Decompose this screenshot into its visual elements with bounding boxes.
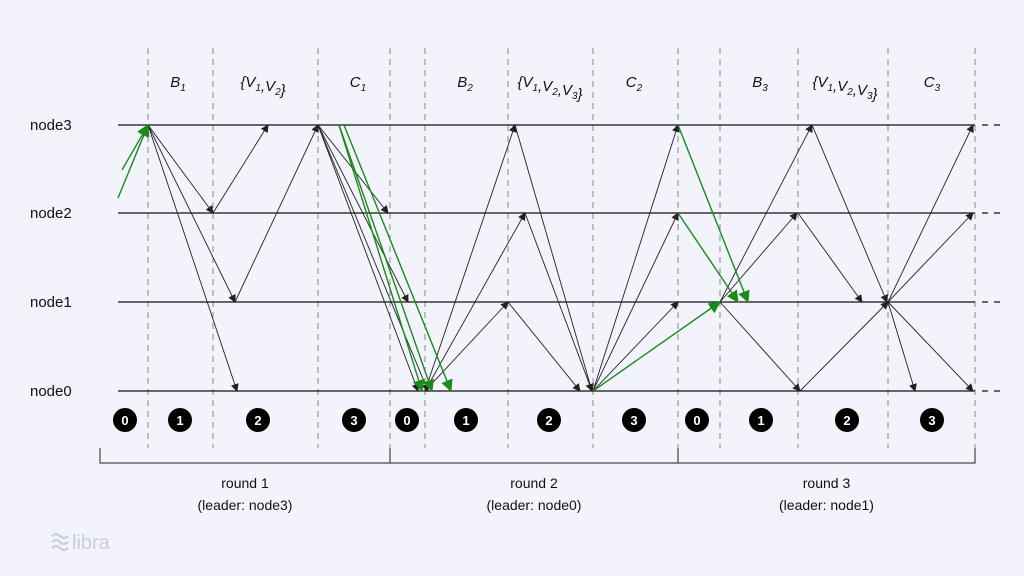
vote-message-arrow xyxy=(799,301,889,392)
vote-message-arrow xyxy=(719,301,801,392)
svg-text:0: 0 xyxy=(121,413,128,428)
round-title: round 1 xyxy=(221,475,269,491)
round-brackets: round 1 (leader: node3) round 2 (leader: no… xyxy=(99,448,976,513)
node-timelines xyxy=(118,124,1000,392)
proposal-message-arrow xyxy=(117,124,150,199)
vote-message-arrow xyxy=(424,301,509,392)
phase-label: C3 xyxy=(924,74,941,94)
phase-label: {V1,V2} xyxy=(240,74,285,99)
svg-text:2: 2 xyxy=(254,413,261,428)
step-badge: 2 xyxy=(246,408,270,432)
phase-label: B2 xyxy=(457,74,473,94)
step-badge: 3 xyxy=(920,408,944,432)
step-badge: 2 xyxy=(835,408,859,432)
vote-message-arrow xyxy=(592,212,679,392)
node-label-node1: node1 xyxy=(30,294,72,311)
step-badge: 3 xyxy=(622,408,646,432)
round-bracket xyxy=(677,448,976,464)
round-leader: (leader: node1) xyxy=(779,497,874,513)
step-badges: 0 1 2 3 0 1 2 3 0 1 2 3 xyxy=(113,408,944,432)
vote-message-arrow xyxy=(719,124,813,303)
svg-text:2: 2 xyxy=(545,413,552,428)
vote-message-arrow xyxy=(719,212,798,303)
phase-label: C1 xyxy=(350,74,366,94)
svg-text:0: 0 xyxy=(693,413,700,428)
svg-text:3: 3 xyxy=(928,413,935,428)
node-label-node2: node2 xyxy=(30,205,72,222)
step-badge: 1 xyxy=(454,408,478,432)
proposal-message-arrow xyxy=(677,124,750,303)
node-label-node0: node0 xyxy=(30,383,72,400)
round-title: round 3 xyxy=(803,475,851,491)
vote-messages xyxy=(147,124,974,392)
proposal-message-arrow xyxy=(677,212,739,303)
vote-message-arrow xyxy=(524,212,594,392)
svg-text:3: 3 xyxy=(350,413,357,428)
round-title: round 2 xyxy=(510,475,558,491)
svg-text:3: 3 xyxy=(630,413,637,428)
round-bracket xyxy=(99,448,391,464)
svg-text:1: 1 xyxy=(176,413,183,428)
vote-message-arrow xyxy=(592,301,679,392)
phase-label: {V1,V2,V3} xyxy=(812,74,877,103)
logo-text: libra xyxy=(72,532,111,554)
vote-message-arrow xyxy=(317,124,409,303)
vote-message-arrow xyxy=(147,124,236,303)
vote-message-arrow xyxy=(317,124,430,392)
phase-label: B1 xyxy=(170,74,186,94)
proposal-message-arrow xyxy=(592,301,721,392)
vote-message-arrow xyxy=(147,124,239,392)
vote-message-arrow xyxy=(234,124,319,303)
vote-message-arrow xyxy=(887,301,917,392)
vote-message-arrow xyxy=(514,124,594,392)
vote-message-arrow xyxy=(424,124,517,392)
vote-message-arrow xyxy=(592,124,680,392)
step-badge: 1 xyxy=(168,408,192,432)
step-badge: 0 xyxy=(113,408,137,432)
vote-message-arrow xyxy=(797,212,863,303)
step-badge: 0 xyxy=(395,408,419,432)
vote-message-arrow xyxy=(887,301,974,392)
proposal-message-arrow xyxy=(338,124,435,392)
svg-text:1: 1 xyxy=(462,413,469,428)
step-badge: 3 xyxy=(342,408,366,432)
vote-message-arrow xyxy=(147,124,214,214)
vote-message-arrow xyxy=(317,124,420,392)
proposal-message-arrow xyxy=(338,124,425,392)
proposal-message-arrow xyxy=(343,124,453,392)
step-badge: 0 xyxy=(685,408,709,432)
vote-message-arrow xyxy=(424,212,526,392)
node-label-node3: node3 xyxy=(30,117,72,134)
phase-label: {V1,V2,V3} xyxy=(517,74,582,103)
node-labels: node3 node2 node1 node0 xyxy=(30,117,72,400)
libra-waves-icon xyxy=(51,533,69,551)
step-badge: 1 xyxy=(749,408,773,432)
vote-message-arrow xyxy=(212,124,269,214)
round-leader: (leader: node3) xyxy=(198,497,293,513)
round-leader: (leader: node0) xyxy=(487,497,582,513)
libra-logo: libra xyxy=(51,532,111,554)
phase-label: B3 xyxy=(752,74,768,94)
svg-text:0: 0 xyxy=(403,413,410,428)
step-badge: 2 xyxy=(537,408,561,432)
vote-message-arrow xyxy=(887,124,974,303)
vote-message-arrow xyxy=(507,301,581,392)
proposal-messages xyxy=(117,124,750,392)
phase-dividers xyxy=(147,48,976,448)
round-bracket xyxy=(389,448,679,464)
vote-message-arrow xyxy=(887,212,974,303)
phase-labels: B1 {V1,V2} C1 B2 {V1,V2,V3} C2 B3 {V1,V2,V3} C3 xyxy=(170,74,940,103)
phase-label: C2 xyxy=(626,74,643,94)
vote-message-arrow xyxy=(811,124,888,303)
svg-text:2: 2 xyxy=(843,413,850,428)
proposal-message-arrow xyxy=(121,124,149,171)
svg-text:1: 1 xyxy=(757,413,764,428)
